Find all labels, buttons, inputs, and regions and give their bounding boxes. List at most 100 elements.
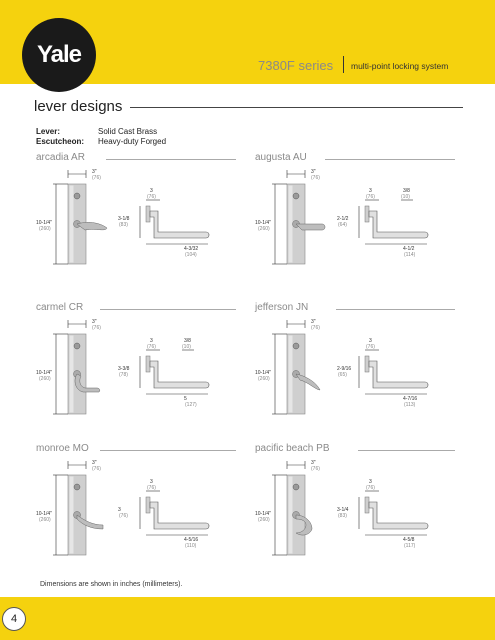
side-lever-profile xyxy=(368,501,429,530)
lever-drawing: 3"(76)10-1/4"(260)3-1/4(83)3(76)4-5/8(11… xyxy=(255,460,429,556)
width-label: 3" xyxy=(311,169,316,175)
height-mm-label: (260) xyxy=(39,226,51,232)
end-label: 3/8 xyxy=(184,338,191,344)
spec-label: Escutcheon: xyxy=(36,137,85,146)
len-mm-label: (117) xyxy=(404,543,416,549)
lever-handle xyxy=(76,514,104,530)
lever-drawing: 3"(76)10-1/4"(260)2-9/16(65)3(76)4-7/16(… xyxy=(255,319,429,415)
lever-handle xyxy=(295,223,326,231)
rose-mm-label: (76) xyxy=(366,485,375,491)
cylinder xyxy=(73,192,81,200)
lever-handle xyxy=(74,373,101,393)
width-label: 3" xyxy=(311,460,316,466)
design-rule xyxy=(324,159,455,160)
len-mm-label: (104) xyxy=(185,252,197,258)
height-label: 10-1/4" xyxy=(255,370,271,376)
rose-mm-label: (76) xyxy=(147,344,156,350)
height-mm-label: (260) xyxy=(258,517,270,523)
series-subtitle: multi-point locking system xyxy=(351,61,449,71)
proj-mm-label: (76) xyxy=(119,513,128,519)
len-mm-label: (113) xyxy=(404,402,416,408)
design-rule xyxy=(335,309,455,310)
cylinder xyxy=(292,483,300,491)
side-rose xyxy=(145,496,151,514)
design-rule xyxy=(100,450,236,451)
height-mm-label: (260) xyxy=(258,226,270,232)
width-mm-label: (76) xyxy=(92,466,101,472)
spec-escutcheon: Escutcheon: Heavy-duty Forged xyxy=(36,137,166,146)
width-label: 3" xyxy=(92,319,97,325)
height-mm-label: (260) xyxy=(39,376,51,382)
height-mm-label: (260) xyxy=(39,517,51,523)
len-label: 4-5/8 xyxy=(403,537,415,543)
proj-mm-label: (78) xyxy=(119,372,128,378)
proj-mm-label: (83) xyxy=(338,513,347,519)
plate-highlight xyxy=(288,335,293,413)
rose-label: 3 xyxy=(150,479,153,485)
proj-label: 3-1/8 xyxy=(118,216,130,222)
cylinder xyxy=(73,483,81,491)
rose-label: 3 xyxy=(150,338,153,344)
lever-handle xyxy=(295,514,313,536)
side-rose xyxy=(364,205,370,223)
side-lever-profile xyxy=(368,210,429,239)
height-label: 10-1/4" xyxy=(255,511,271,517)
design-rule xyxy=(358,450,455,451)
series-title: 7380F series xyxy=(258,58,334,73)
lever-drawing: 3"(76)10-1/4"(260)2-1/2(64)3(76)3/8(10)4… xyxy=(255,169,429,265)
lever-drawing: 3"(76)10-1/4"(260)3-3/8(78)3(76)3/8(10)5… xyxy=(36,319,210,415)
proj-label: 3 xyxy=(118,507,121,513)
design-title: monroe MO xyxy=(36,443,89,454)
title-divider xyxy=(343,56,344,73)
lever-handle xyxy=(295,373,321,391)
len-label: 4-3/32 xyxy=(184,246,198,252)
len-label: 4-7/16 xyxy=(403,396,417,402)
height-label: 10-1/4" xyxy=(255,220,271,226)
end-mm-label: (10) xyxy=(182,344,191,350)
side-lever-profile xyxy=(149,360,210,389)
plate-highlight xyxy=(69,335,74,413)
width-mm-label: (76) xyxy=(92,325,101,331)
rose-label: 3 xyxy=(150,188,153,194)
len-mm-label: (127) xyxy=(185,402,197,408)
width-mm-label: (76) xyxy=(311,466,320,472)
len-mm-label: (114) xyxy=(404,252,416,258)
proj-mm-label: (65) xyxy=(338,372,347,378)
len-label: 4-5/16 xyxy=(184,537,198,543)
design-title: carmel CR xyxy=(36,302,84,313)
proj-mm-label: (64) xyxy=(338,222,347,228)
rose-label: 3 xyxy=(369,479,372,485)
end-mm-label: (10) xyxy=(401,194,410,200)
rose-label: 3 xyxy=(369,188,372,194)
len-mm-label: (110) xyxy=(185,543,197,549)
rose-mm-label: (76) xyxy=(366,194,375,200)
lever-drawing: 3"(76)10-1/4"(260)3(76)3(76)4-5/16(110) xyxy=(36,460,210,556)
width-mm-label: (76) xyxy=(92,175,101,181)
height-label: 10-1/4" xyxy=(36,511,52,517)
width-label: 3" xyxy=(311,319,316,325)
side-lever-profile xyxy=(368,360,429,389)
cylinder xyxy=(73,342,81,350)
proj-label: 2-1/2 xyxy=(337,216,349,222)
lever-handle xyxy=(76,222,108,231)
height-label: 10-1/4" xyxy=(36,220,52,226)
rose-mm-label: (76) xyxy=(147,485,156,491)
design-title: arcadia AR xyxy=(36,152,85,163)
cylinder xyxy=(292,342,300,350)
width-label: 3" xyxy=(92,460,97,466)
width-mm-label: (76) xyxy=(311,175,320,181)
proj-mm-label: (83) xyxy=(119,222,128,228)
plate-highlight xyxy=(288,185,293,263)
design-rule xyxy=(100,309,236,310)
section-title: lever designs xyxy=(34,98,123,115)
side-lever-profile xyxy=(149,210,210,239)
width-label: 3" xyxy=(92,169,97,175)
proj-label: 3-3/8 xyxy=(118,366,130,372)
rose-label: 3 xyxy=(369,338,372,344)
spec-label: Lever: xyxy=(36,127,61,136)
page-number: 4 xyxy=(2,607,26,631)
height-mm-label: (260) xyxy=(258,376,270,382)
spec-value: Heavy-duty Forged xyxy=(98,137,167,146)
lever-drawing: 3"(76)10-1/4"(260)3-1/8(83)3(76)4-3/32(1… xyxy=(36,169,210,265)
rose-mm-label: (76) xyxy=(147,194,156,200)
